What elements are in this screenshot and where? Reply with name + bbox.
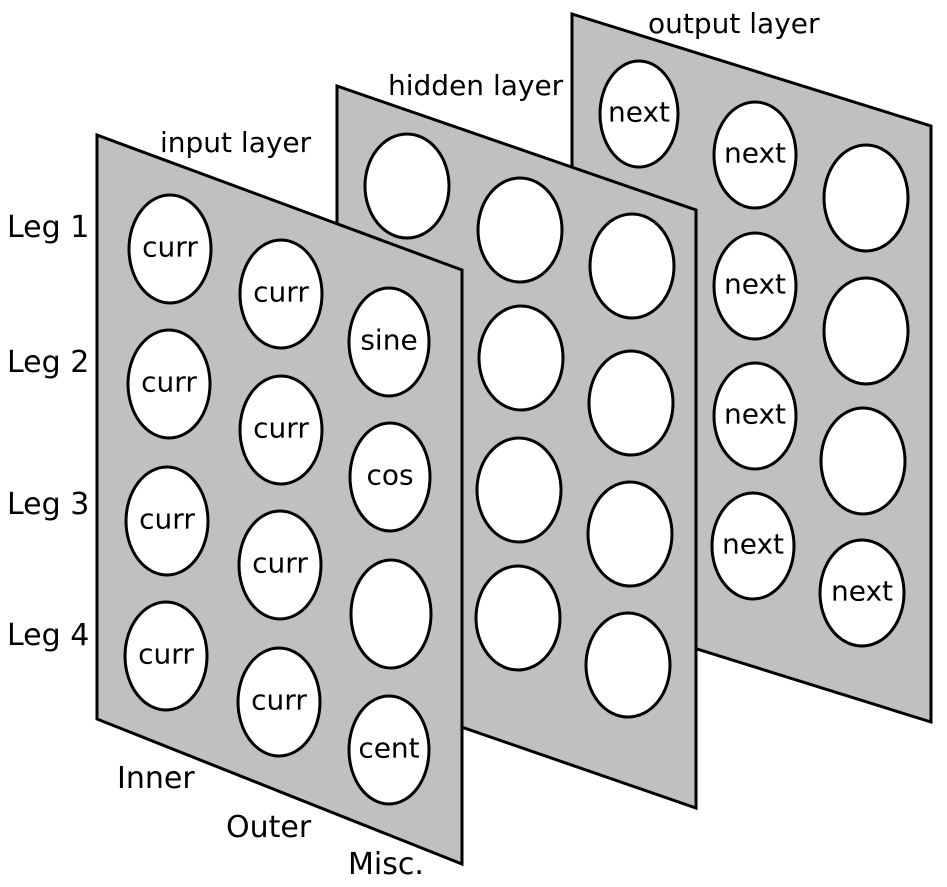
input-layer: input layer curr curr curr curr curr cur…	[95, 126, 464, 867]
hidden-node	[363, 132, 451, 240]
output-layer-label: output layer	[648, 7, 820, 40]
input-node-label: curr	[253, 276, 309, 309]
input-node	[238, 374, 324, 486]
row-labels: Leg 1 Leg 2 Leg 3 Leg 4	[7, 210, 89, 653]
hidden-node	[477, 304, 565, 412]
input-node-label: curr	[253, 412, 309, 445]
output-node	[712, 231, 798, 341]
hidden-node	[587, 349, 675, 457]
hidden-node	[586, 480, 674, 588]
column-label-outer: Outer	[226, 810, 312, 845]
column-labels: Inner Outer Misc.	[117, 761, 424, 882]
input-node-label: sine	[360, 324, 417, 357]
input-node	[348, 421, 432, 533]
input-node-label: cos	[366, 459, 413, 492]
input-node	[123, 600, 209, 712]
output-node	[822, 143, 910, 253]
hidden-node	[475, 436, 563, 544]
input-node-label: curr	[251, 684, 307, 717]
input-node	[349, 558, 433, 670]
row-label-leg-4: Leg 4	[7, 618, 89, 653]
input-node-label: curr	[139, 503, 195, 536]
input-node	[237, 509, 323, 621]
row-label-leg-1: Leg 1	[7, 210, 89, 245]
output-node	[710, 491, 796, 601]
output-node	[819, 406, 907, 516]
row-label-leg-2: Leg 2	[7, 345, 89, 380]
input-node	[126, 328, 212, 440]
column-label-inner: Inner	[117, 761, 195, 796]
input-layer-label: input layer	[160, 126, 312, 159]
input-node-label: cent	[358, 732, 419, 765]
output-node	[598, 59, 680, 169]
output-node-label: next	[724, 268, 786, 301]
input-node	[127, 193, 213, 305]
input-node-label: curr	[142, 231, 198, 264]
output-node-label: next	[722, 528, 784, 561]
output-node	[818, 538, 906, 648]
hidden-node	[584, 611, 672, 719]
output-node	[712, 100, 798, 210]
column-label-misc: Misc.	[348, 847, 424, 882]
output-node-label: next	[608, 96, 670, 129]
input-node	[238, 238, 324, 350]
input-node	[124, 465, 210, 577]
input-node	[347, 694, 431, 806]
input-node-label: curr	[141, 366, 197, 399]
output-node-label: next	[724, 398, 786, 431]
hidden-node	[476, 176, 564, 284]
row-label-leg-3: Leg 3	[7, 487, 89, 522]
input-node	[347, 286, 431, 398]
output-node-label: next	[831, 575, 893, 608]
input-node	[236, 646, 322, 758]
output-node	[822, 276, 910, 386]
input-node-label: curr	[252, 547, 308, 580]
output-node-label: next	[724, 137, 786, 170]
output-node	[712, 361, 798, 471]
hidden-node	[474, 564, 562, 672]
hidden-node	[588, 212, 676, 320]
hidden-layer-label: hidden layer	[388, 69, 564, 102]
input-node-label: curr	[138, 638, 194, 671]
